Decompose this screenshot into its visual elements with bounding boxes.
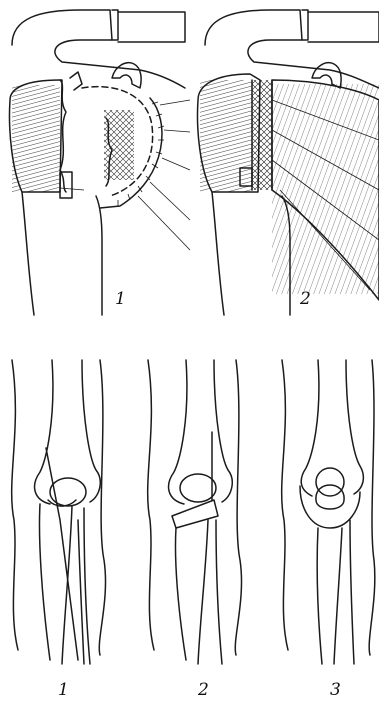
knee-figure-1 (12, 360, 106, 664)
knee-figure-3 (282, 360, 375, 664)
knee-figure-2 (148, 360, 242, 664)
shoulder-figure-1 (10, 10, 191, 315)
figure-label-bottom-3: 3 (330, 680, 341, 700)
figure-label-top-1: 1 (115, 289, 126, 309)
figure-label-bottom-1: 1 (58, 680, 69, 700)
figure-label-top-2: 2 (299, 289, 311, 309)
shoulder-figure-2 (198, 10, 379, 315)
figure-label-bottom-2: 2 (197, 680, 209, 700)
